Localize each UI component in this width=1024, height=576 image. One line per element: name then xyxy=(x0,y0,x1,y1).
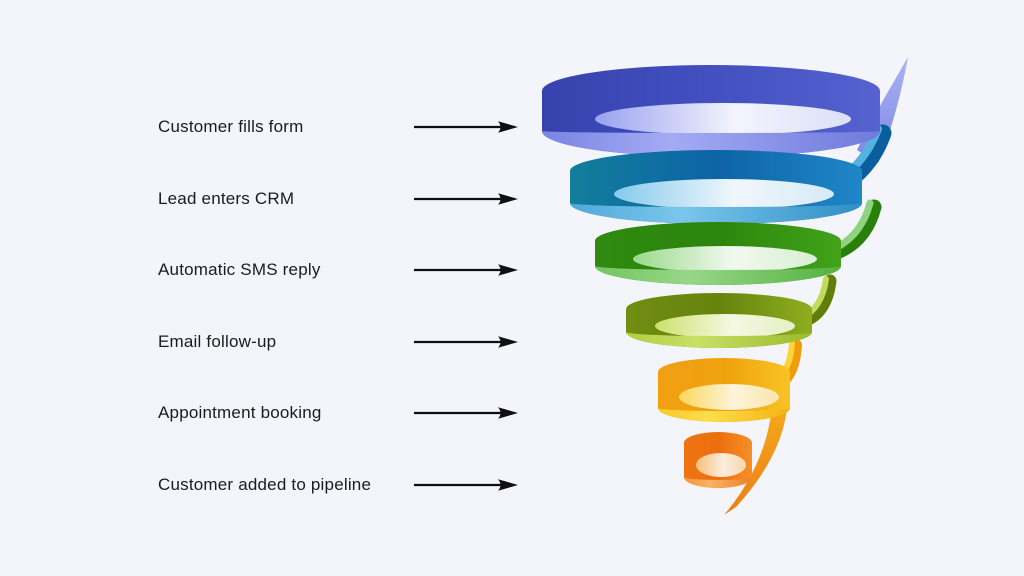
funnel-band-6 xyxy=(684,432,752,488)
step-label-3: Automatic SMS reply xyxy=(158,260,321,279)
step-row-6: Customer added to pipeline xyxy=(158,472,518,498)
band-4-opening xyxy=(655,314,795,338)
band-1-front xyxy=(542,131,880,157)
funnel-band-5 xyxy=(658,358,790,422)
arrow-right-icon xyxy=(414,193,518,205)
arrow-right-icon xyxy=(414,407,518,419)
step-row-5: Appointment booking xyxy=(158,400,518,426)
arrow-right-icon xyxy=(414,264,518,276)
funnel-band-1 xyxy=(542,65,880,157)
arrow-right-icon xyxy=(414,121,518,133)
band-3-opening xyxy=(633,246,817,272)
step-label-6: Customer added to pipeline xyxy=(158,475,372,494)
step-row-2: Lead enters CRM xyxy=(158,186,518,212)
funnel-band-3 xyxy=(595,222,841,285)
arrow-right-icon xyxy=(414,479,518,491)
step-label-5: Appointment booking xyxy=(158,403,322,422)
spiral-funnel xyxy=(542,57,908,515)
step-label-2: Lead enters CRM xyxy=(158,189,295,208)
band-2-opening xyxy=(614,179,834,209)
arrow-right-icon xyxy=(414,336,518,348)
band-5-opening xyxy=(679,384,779,410)
step-label-1: Customer fills form xyxy=(158,117,304,136)
step-row-4: Email follow-up xyxy=(158,329,518,355)
band-5-front xyxy=(658,408,790,422)
band-3-front xyxy=(595,266,841,285)
band-2-front xyxy=(570,203,862,224)
band-6-opening xyxy=(696,453,746,477)
step-row-3: Automatic SMS reply xyxy=(158,257,518,283)
funnel-band-2 xyxy=(570,150,862,224)
step-label-4: Email follow-up xyxy=(158,332,277,351)
funnel-band-4 xyxy=(626,293,812,348)
funnel-bottom-tail xyxy=(724,387,789,515)
band-1-opening xyxy=(595,103,851,135)
band-6-front xyxy=(684,477,752,488)
band-4-front xyxy=(626,332,812,348)
step-row-1: Customer fills form xyxy=(158,114,518,140)
